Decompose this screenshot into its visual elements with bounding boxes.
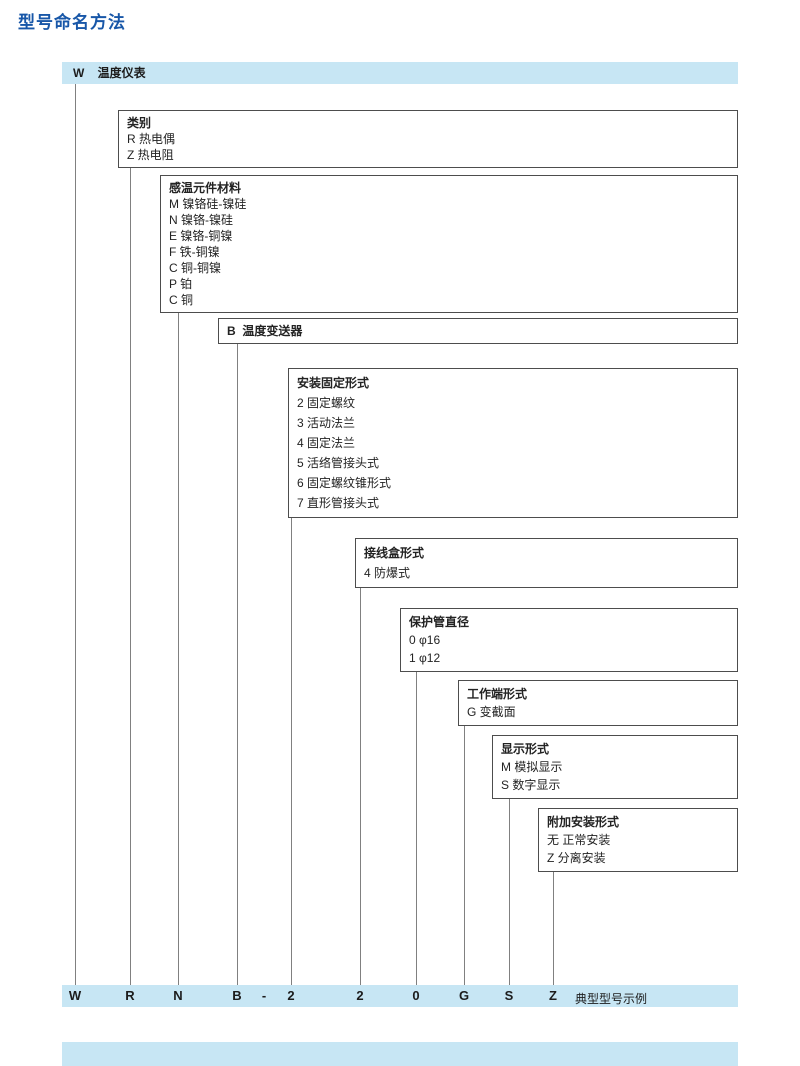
- example-code-2b: 2: [356, 988, 364, 1003]
- box-item: P 铂: [169, 277, 193, 291]
- connector-line-z: [553, 872, 554, 985]
- connector-line-g: [464, 726, 465, 985]
- box-item: C 铜: [169, 293, 194, 307]
- example-code-dash: -: [261, 988, 267, 1003]
- box-item: E 镍铬-铜镍: [169, 229, 233, 243]
- box-item: M 模拟显示: [501, 760, 563, 774]
- example-code-s: S: [504, 988, 514, 1003]
- box-additional-mounting: 附加安装形式 无 正常安装 Z 分离安装: [538, 808, 738, 872]
- box-item: M 镍铬硅-镍硅: [169, 197, 247, 211]
- example-code-2a: 2: [287, 988, 295, 1003]
- box-mounting-type: 安装固定形式 2 固定螺纹 3 活动法兰 4 固定法兰 5 活络管接头式 6 固…: [288, 368, 738, 518]
- box-item: 1 φ12: [409, 651, 441, 665]
- footer-strip: [62, 1042, 738, 1066]
- box-title: 类别: [127, 116, 152, 130]
- connector-line-0: [416, 672, 417, 985]
- box-item: R 热电偶: [127, 132, 176, 146]
- box-display-type: 显示形式 M 模拟显示 S 数字显示: [492, 735, 738, 799]
- box-sensor-material: 感温元件材料 M 镍铬硅-镍硅 N 镍铬-镍硅 E 镍铬-铜镍 F 铁-铜镍 C…: [160, 175, 738, 313]
- box-title: 安装固定形式: [297, 376, 370, 390]
- box-item: 6 固定螺纹锥形式: [297, 476, 392, 490]
- example-bar: W R N B - 2 2 0 G S Z 典型型号示例: [62, 985, 738, 1007]
- banner-label: 温度仪表: [97, 66, 146, 80]
- example-code-0: 0: [412, 988, 420, 1003]
- page-title: 型号命名方法: [18, 13, 126, 32]
- box-title: 工作端形式: [467, 687, 528, 701]
- example-code-g: G: [458, 988, 470, 1003]
- box-item: 4 防爆式: [364, 566, 411, 580]
- box-item: 5 活络管接头式: [297, 456, 380, 470]
- box-title: 显示形式: [501, 742, 550, 756]
- example-code-w: W: [68, 988, 82, 1003]
- box-item: 7 直形管接头式: [297, 496, 380, 510]
- banner-code: W: [73, 66, 85, 80]
- box-title: B 温度变送器: [227, 324, 303, 338]
- connector-line-s: [509, 799, 510, 985]
- box-item: 4 固定法兰: [297, 436, 356, 450]
- example-code-n: N: [173, 988, 183, 1003]
- connector-line-r: [130, 168, 131, 985]
- box-item: Z 分离安装: [547, 851, 606, 865]
- example-code-b: B: [232, 988, 242, 1003]
- box-title: 接线盒形式: [364, 546, 425, 560]
- box-item: F 铁-铜镍: [169, 245, 220, 259]
- box-item: N 镍铬-镍硅: [169, 213, 233, 227]
- box-transmitter: B 温度变送器: [218, 318, 738, 344]
- box-title: 保护管直径: [409, 615, 470, 629]
- box-item: C 铜-铜镍: [169, 261, 221, 275]
- box-item: Z 热电阻: [127, 148, 174, 162]
- box-item: 无 正常安装: [547, 833, 611, 847]
- box-item: S 数字显示: [501, 778, 561, 792]
- connector-line-w: [75, 84, 76, 985]
- top-banner: W 温度仪表: [62, 62, 738, 84]
- example-label: 典型型号示例: [575, 992, 648, 1006]
- box-title: 附加安装形式: [547, 815, 620, 829]
- box-item: G 变截面: [467, 705, 516, 719]
- connector-line-n: [178, 313, 179, 985]
- example-code-z: Z: [549, 988, 557, 1003]
- box-protection-tube-diameter: 保护管直径 0 φ16 1 φ12: [400, 608, 738, 672]
- box-item: 3 活动法兰: [297, 416, 356, 430]
- box-category: 类别 R 热电偶 Z 热电阻: [118, 110, 738, 168]
- box-item: 0 φ16: [409, 633, 441, 647]
- box-junction-box-type: 接线盒形式 4 防爆式: [355, 538, 738, 588]
- example-code-r: R: [125, 988, 135, 1003]
- connector-line-b: [237, 344, 238, 985]
- connector-line-2b: [360, 588, 361, 985]
- connector-line-2a: [291, 518, 292, 985]
- box-item: 2 固定螺纹: [297, 396, 356, 410]
- box-title: 感温元件材料: [169, 181, 242, 195]
- box-working-end-type: 工作端形式 G 变截面: [458, 680, 738, 726]
